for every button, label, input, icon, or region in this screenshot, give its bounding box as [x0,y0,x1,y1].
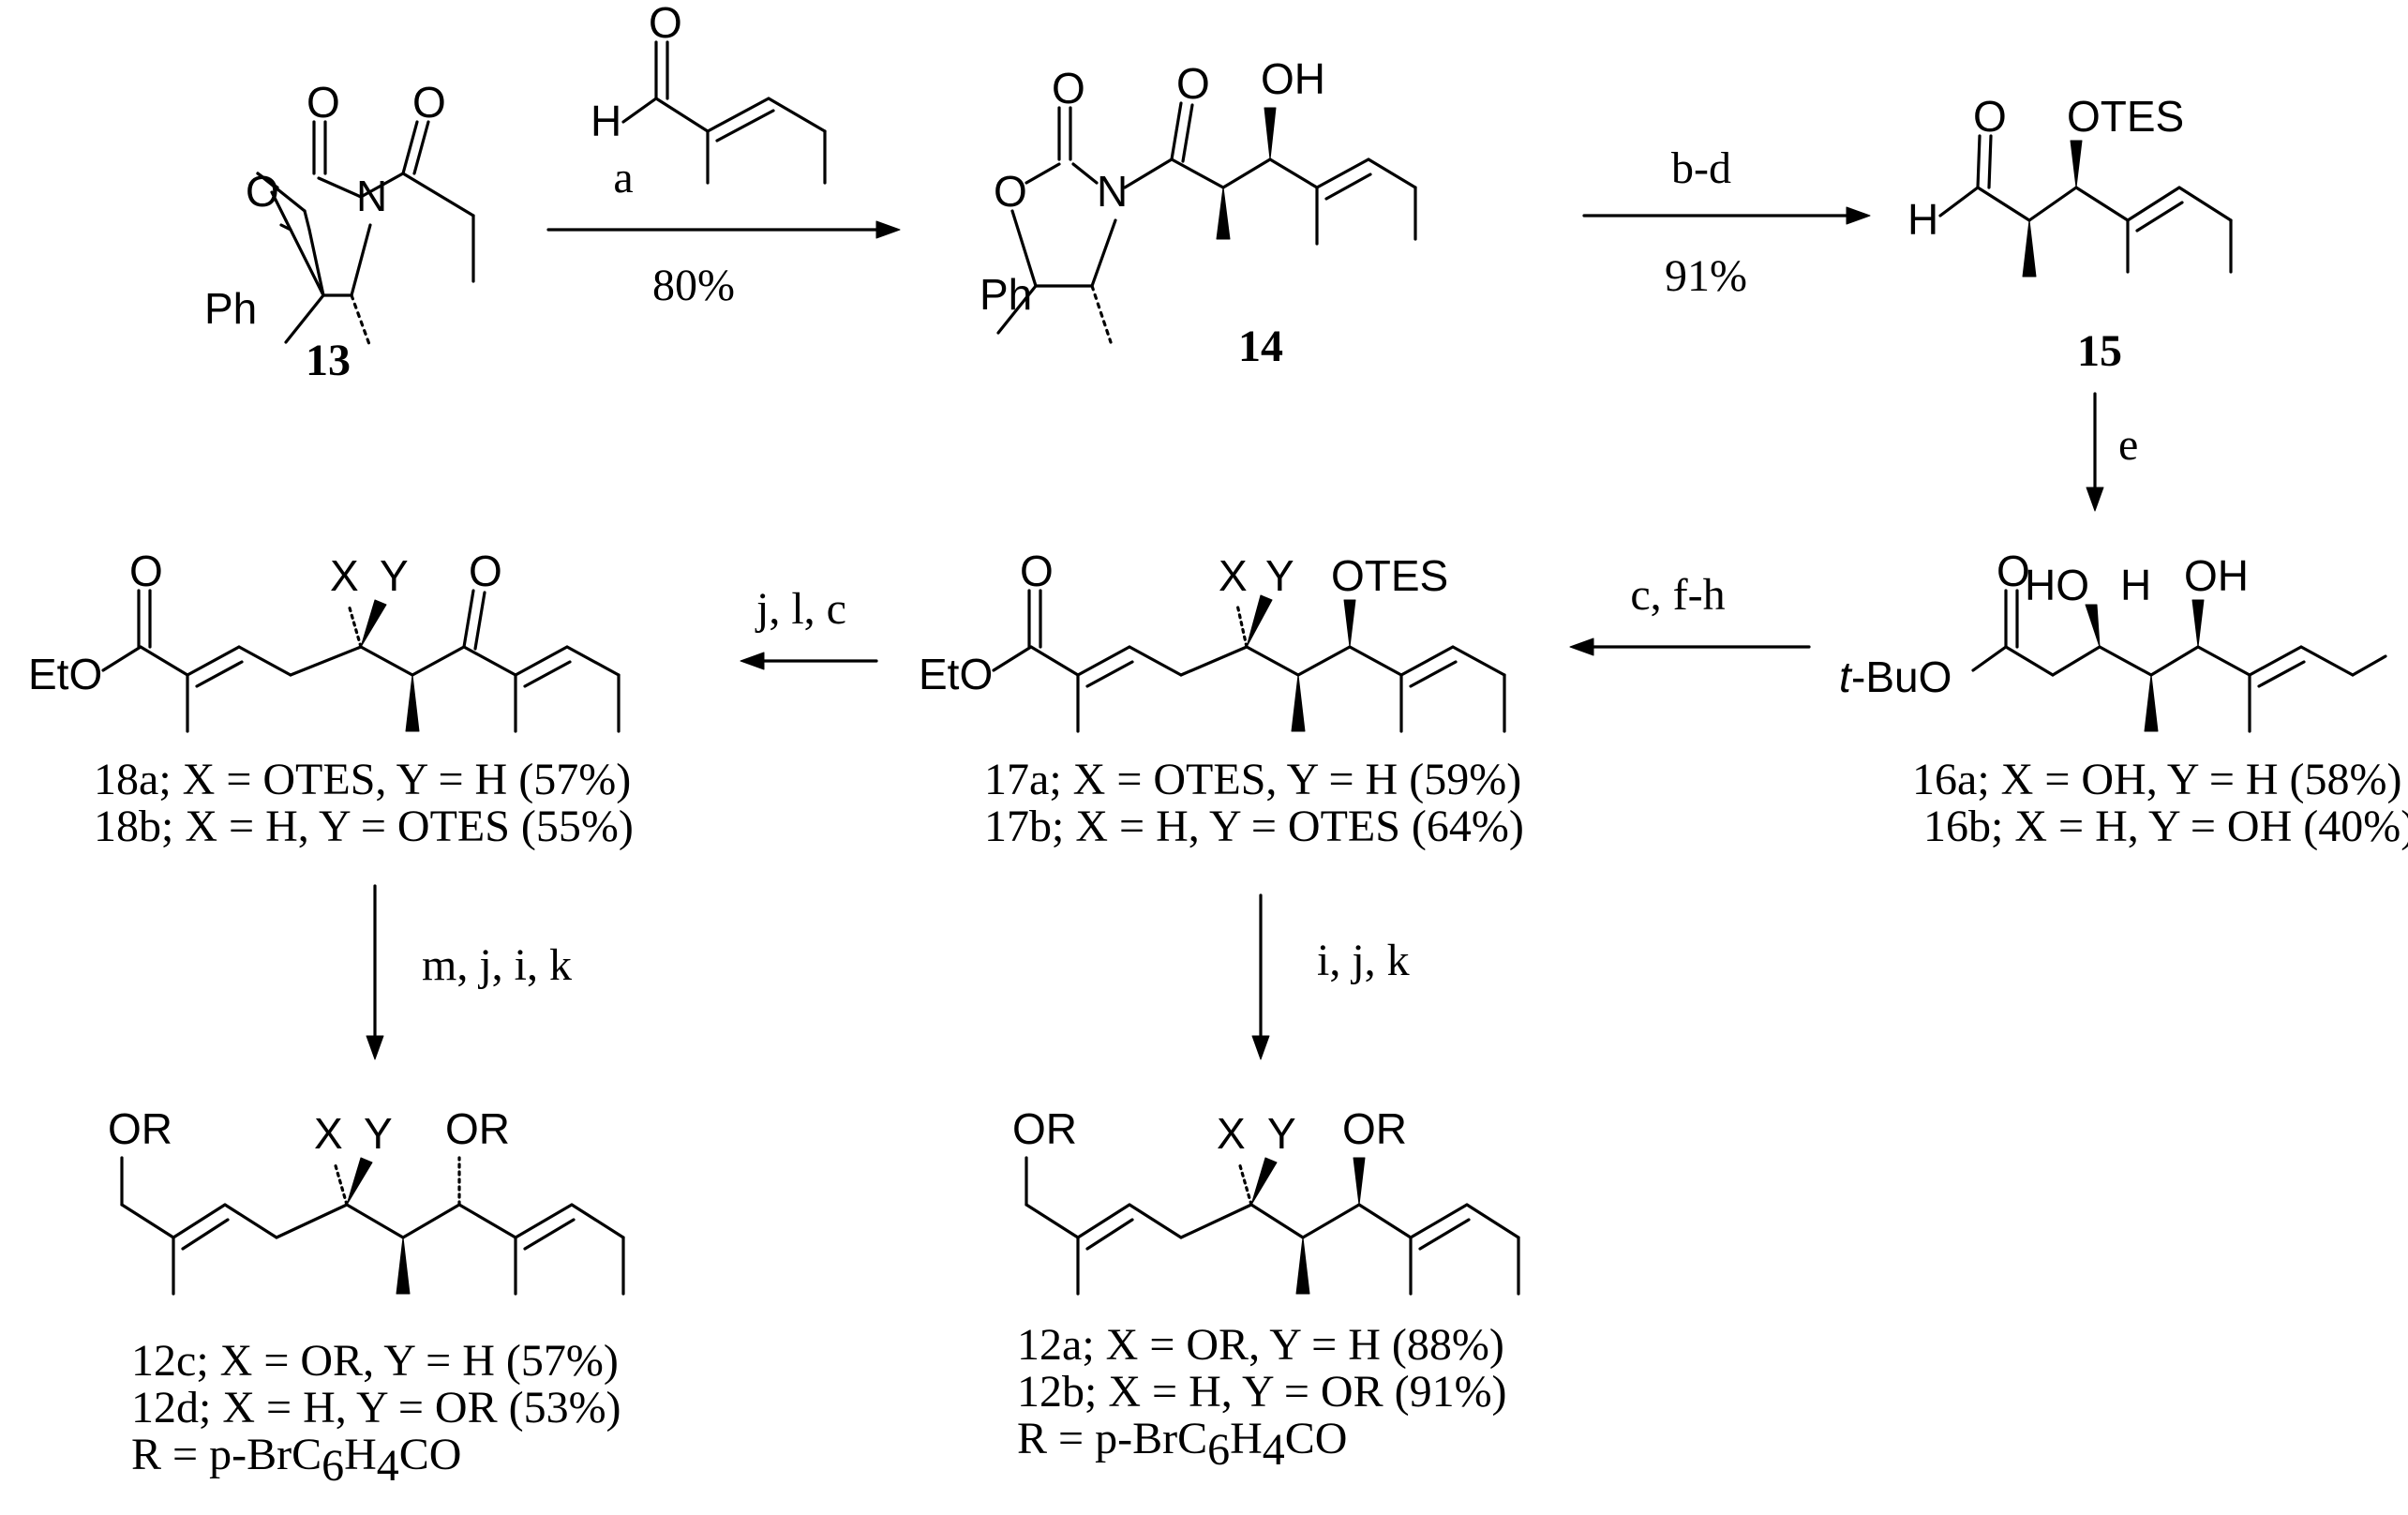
caption-r-definition: R = p-BrC6H4CO [1017,1414,1347,1475]
atom-X: X [1219,551,1248,600]
atom-Y: Y [1265,551,1294,600]
compound-16: t -BuO O HO H OH 16a; X = OH, Y = H (58%… [1839,547,2408,851]
arrow-step-bd: b-d 91% [1582,143,1871,301]
arrow-step-jlc: j, l, c [740,584,878,670]
compound-label-14: 14 [1238,322,1283,371]
atom-O: O [1176,59,1210,108]
compound-label-13: 13 [306,336,351,385]
step-label-mjik: m, j, i, k [422,940,572,990]
caption-12a: 12a; X = OR, Y = H (88%) [1017,1320,1504,1370]
atom-O: O [1052,64,1085,112]
atom-t: t [1839,652,1853,701]
atom-N: N [356,172,387,220]
atom-O: O [412,78,446,127]
step-label-bd: b-d [1671,143,1731,193]
arrow-step-e: e [2086,392,2138,512]
caption-17b: 17b; X = H, Y = OTES (64%) [984,802,1524,851]
caption-12b: 12b; X = H, Y = OR (91%) [1017,1367,1507,1417]
atom-EtO: EtO [28,650,102,698]
compound-18: EtO O X Y O 18a; X = OTES, Y = H (57%) 1… [28,547,634,851]
atom-OH: OH [1261,54,1325,103]
atom-Ph: Ph [980,270,1032,319]
atom-O: O [246,167,279,216]
atom-X: X [330,551,359,600]
atom-O: O [1973,92,2007,141]
compound-13: O O N O Ph 13 [204,78,475,385]
atom-HO: HO [2025,561,2089,609]
compound-14: O O N Ph O OH 14 [980,54,1417,371]
atom-OTES: OTES [1331,551,1448,600]
atom-Y: Y [364,1109,393,1158]
step-yield-bd: 91% [1665,251,1747,301]
atom-EtO: EtO [919,650,993,698]
caption-12c: 12c; X = OR, Y = H (57%) [131,1336,619,1386]
atom-O: O [649,0,682,47]
compound-15: H O OTES 15 [1907,92,2233,376]
caption-18a: 18a; X = OTES, Y = H (57%) [94,755,631,804]
caption-16a: 16a; X = OH, Y = H (58%) [1912,755,2402,804]
compound-12cd: OR X Y OR 12c; X = OR, Y = H (57%) 12d; … [108,1104,625,1491]
atom-OR: OR [1342,1104,1407,1153]
step-label-a: a [613,153,633,202]
arrow-step-a: a 80% [546,153,901,310]
arrow-step-mjik: m, j, i, k [366,884,572,1060]
atom-OR: OR [108,1104,172,1153]
atom-O: O [307,78,340,127]
step-label-e: e [2118,420,2138,470]
step-yield-a: 80% [652,261,735,310]
atom-OR: OR [445,1104,510,1153]
atom-OR: OR [1012,1104,1077,1153]
atom-X: X [1217,1109,1246,1158]
atom-N: N [1097,167,1128,216]
atom-O: O [469,547,502,595]
atom-Y: Y [1267,1109,1296,1158]
atom-X: X [314,1109,343,1158]
atom-H: H [1907,195,1938,244]
atom-OTES: OTES [2067,92,2184,141]
atom-H: H [591,97,621,145]
atom-BuO: -BuO [1851,652,1952,701]
atom-OH: OH [2184,551,2249,600]
atom-Y: Y [380,551,409,600]
reagent-aldehyde: H O [591,0,827,185]
caption-18b: 18b; X = H, Y = OTES (55%) [94,802,634,851]
atom-O: O [1997,547,2030,595]
caption-16b: 16b; X = H, Y = OH (40%) [1923,802,2408,851]
arrow-step-cfh: c, f-h [1569,570,1811,656]
step-label-cfh: c, f-h [1630,570,1725,620]
atom-O: O [994,167,1027,216]
caption-17a: 17a; X = OTES, Y = H (59%) [984,755,1521,804]
caption-r-definition: R = p-BrC6H4CO [131,1430,461,1491]
atom-O: O [129,547,163,595]
atom-H: H [2120,561,2151,609]
caption-12d: 12d; X = H, Y = OR (53%) [131,1383,621,1432]
compound-label-15: 15 [2077,326,2122,376]
compound-17: EtO O X Y OTES 17a; X = OTES, Y = H (59%… [919,547,1524,851]
arrow-step-ijk: i, j, k [1251,893,1410,1060]
atom-Ph: Ph [204,284,257,333]
step-label-jlc: j, l, c [755,584,846,634]
atom-O: O [1020,547,1054,595]
compound-12ab: OR X Y OR 12a; X = OR, Y = H (88%) 12b; … [1012,1104,1520,1475]
step-label-ijk: i, j, k [1317,936,1410,985]
